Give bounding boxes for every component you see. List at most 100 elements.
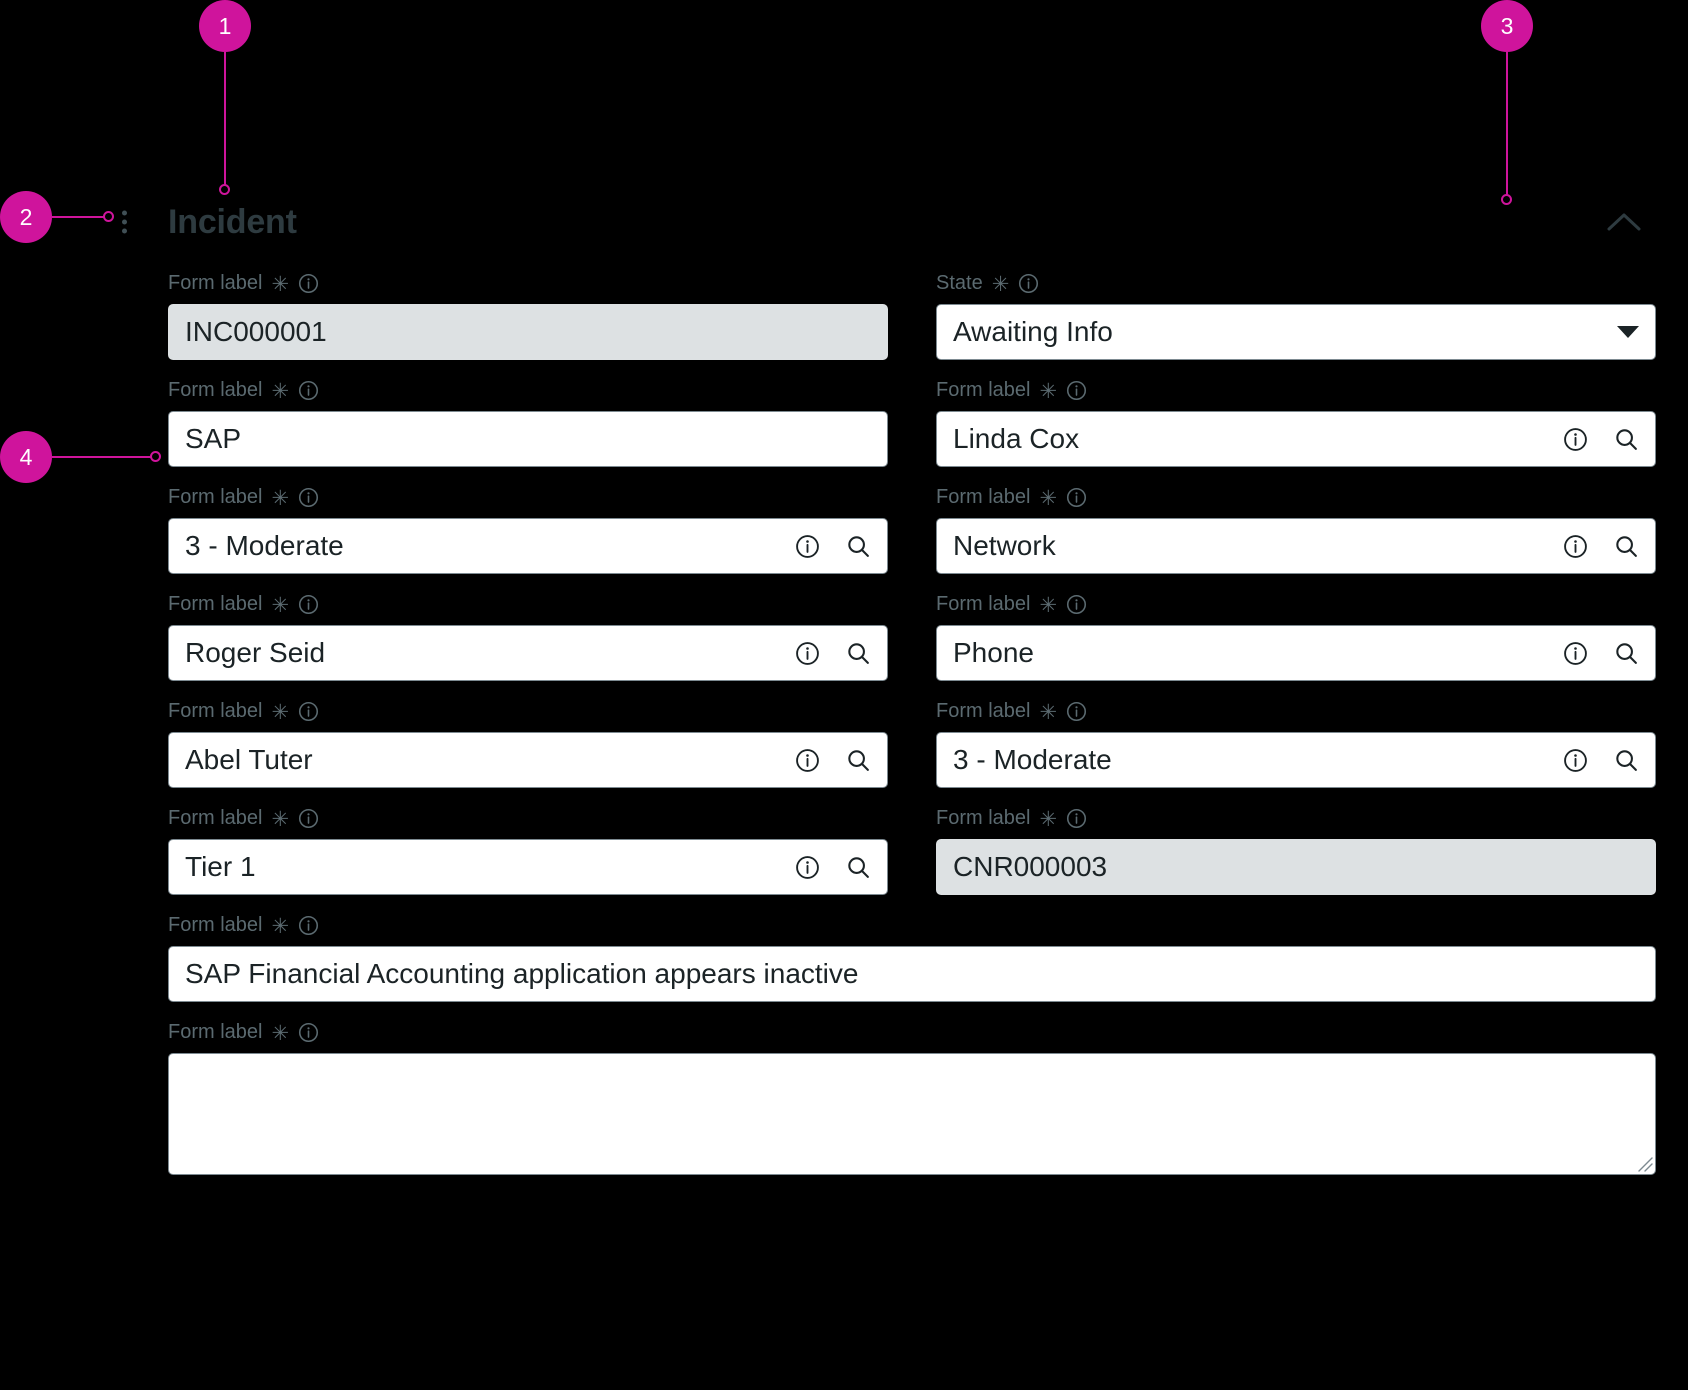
annotation-2-endpoint bbox=[103, 211, 114, 222]
input-short-description[interactable]: SAP Financial Accounting application app… bbox=[168, 946, 1656, 1002]
textarea-description[interactable] bbox=[168, 1053, 1656, 1175]
input-escalation[interactable]: Tier 1 bbox=[168, 839, 888, 895]
info-circle-icon[interactable] bbox=[1066, 380, 1087, 401]
chevron-up-icon[interactable] bbox=[1602, 200, 1646, 244]
annotation-marker-4: 4 bbox=[0, 431, 52, 483]
info-circle-icon[interactable] bbox=[1563, 748, 1588, 773]
field-label-description: Form label✳ bbox=[168, 1019, 1656, 1045]
magnifier-icon[interactable] bbox=[846, 641, 871, 666]
input-urgency[interactable]: 3 - Moderate bbox=[936, 732, 1656, 788]
input-caller[interactable]: Abel Tuter bbox=[168, 732, 888, 788]
reference-actions bbox=[795, 748, 871, 773]
input-category[interactable]: Network bbox=[936, 518, 1656, 574]
input-change-request: CNR000003 bbox=[936, 839, 1656, 895]
input-opened-by[interactable]: Roger Seid bbox=[168, 625, 888, 681]
annotation-marker-1-label: 1 bbox=[218, 12, 232, 39]
input-impact[interactable]: 3 - Moderate bbox=[168, 518, 888, 574]
info-circle-icon[interactable] bbox=[298, 1022, 319, 1043]
info-circle-icon[interactable] bbox=[795, 748, 820, 773]
magnifier-icon[interactable] bbox=[846, 534, 871, 559]
field-label-state: State✳ bbox=[936, 270, 1656, 296]
required-asterisk-icon: ✳ bbox=[271, 1021, 290, 1045]
field-caller: Form label ✳ Abel Tuter bbox=[168, 698, 888, 788]
info-circle-icon[interactable] bbox=[298, 594, 319, 615]
field-label-number: Form label✳ bbox=[168, 270, 888, 296]
field-label-text: Form label bbox=[168, 913, 263, 936]
magnifier-icon[interactable] bbox=[846, 855, 871, 880]
required-asterisk-icon: ✳ bbox=[271, 486, 290, 510]
input-contact-type[interactable]: Phone bbox=[936, 625, 1656, 681]
required-asterisk-icon: ✳ bbox=[271, 700, 290, 724]
info-circle-icon[interactable] bbox=[1563, 641, 1588, 666]
input-business-service[interactable]: SAP bbox=[168, 411, 888, 467]
field-label-text: Form label bbox=[168, 271, 263, 294]
info-circle-icon[interactable] bbox=[298, 808, 319, 829]
field-label-caller: Form label ✳ bbox=[168, 698, 888, 724]
field-label-text: Form label bbox=[168, 485, 263, 508]
required-asterisk-icon: ✳ bbox=[1039, 700, 1058, 724]
field-label-assigned-to: Form label✳ bbox=[936, 377, 1656, 403]
field-label-text: State bbox=[936, 271, 983, 294]
field-label-contact-type: Form label✳ bbox=[936, 591, 1656, 617]
input-value-caller: Abel Tuter bbox=[185, 744, 313, 776]
resize-handle[interactable] bbox=[1635, 1154, 1653, 1172]
input-value-impact: 3 - Moderate bbox=[185, 530, 344, 562]
field-opened-by: Form label✳Roger Seid bbox=[168, 591, 888, 681]
info-circle-icon[interactable] bbox=[1066, 701, 1087, 722]
field-label-impact: Form label ✳ bbox=[168, 484, 888, 510]
annotation-3-endpoint bbox=[1501, 194, 1512, 205]
input-assigned-to[interactable]: Linda Cox bbox=[936, 411, 1656, 467]
field-label-change-request: Form label ✳ bbox=[936, 805, 1656, 831]
annotation-marker-3: 3 bbox=[1481, 0, 1533, 52]
field-label-text: Form label bbox=[168, 378, 263, 401]
field-label-text: Form label bbox=[936, 806, 1031, 829]
chevron-down-icon[interactable] bbox=[1617, 326, 1639, 338]
required-asterisk-icon: ✳ bbox=[271, 914, 290, 938]
reference-actions bbox=[1563, 534, 1639, 559]
required-asterisk-icon: ✳ bbox=[271, 593, 290, 617]
magnifier-icon[interactable] bbox=[1614, 427, 1639, 452]
input-state[interactable]: Awaiting Info bbox=[936, 304, 1656, 360]
info-circle-icon[interactable] bbox=[1563, 534, 1588, 559]
info-circle-icon[interactable] bbox=[795, 641, 820, 666]
info-circle-icon[interactable] bbox=[1066, 594, 1087, 615]
field-number: Form label✳INC000001 bbox=[168, 270, 888, 360]
annotation-1-endpoint bbox=[219, 184, 230, 195]
field-label-text: Form label bbox=[168, 699, 263, 722]
field-label-text: Form label bbox=[936, 592, 1031, 615]
magnifier-icon[interactable] bbox=[1614, 748, 1639, 773]
input-value-urgency: 3 - Moderate bbox=[953, 744, 1112, 776]
field-description: Form label✳ bbox=[168, 1019, 1656, 1175]
annotation-3-leader bbox=[1506, 52, 1508, 200]
info-circle-icon[interactable] bbox=[298, 915, 319, 936]
magnifier-icon[interactable] bbox=[1614, 534, 1639, 559]
required-asterisk-icon: ✳ bbox=[1039, 807, 1058, 831]
magnifier-icon[interactable] bbox=[846, 748, 871, 773]
info-circle-icon[interactable] bbox=[1018, 273, 1039, 294]
field-label-business-service: Form label✳ bbox=[168, 377, 888, 403]
info-circle-icon[interactable] bbox=[795, 534, 820, 559]
info-circle-icon[interactable] bbox=[1066, 487, 1087, 508]
input-value-business-service: SAP bbox=[185, 423, 242, 455]
info-circle-icon[interactable] bbox=[298, 701, 319, 722]
field-impact: Form label ✳ 3 - Moderate bbox=[168, 484, 888, 574]
section-header: Incident bbox=[121, 196, 1656, 248]
input-value-assigned-to: Linda Cox bbox=[953, 423, 1080, 455]
info-circle-icon[interactable] bbox=[795, 855, 820, 880]
field-label-urgency: Form label✳ bbox=[936, 698, 1656, 724]
magnifier-icon[interactable] bbox=[1614, 641, 1639, 666]
info-circle-icon[interactable] bbox=[298, 380, 319, 401]
field-short-description: Form label ✳ SAP Financial Accounting appl… bbox=[168, 912, 1656, 1002]
input-value-category: Network bbox=[953, 530, 1056, 562]
info-circle-icon[interactable] bbox=[1066, 808, 1087, 829]
field-urgency: Form label✳ 3 - Moderate bbox=[936, 698, 1656, 788]
drag-dots-icon[interactable] bbox=[120, 210, 128, 234]
info-circle-icon[interactable] bbox=[298, 273, 319, 294]
info-circle-icon[interactable] bbox=[1563, 427, 1588, 452]
field-category: Form label✳ Network bbox=[936, 484, 1656, 574]
annotation-1-leader bbox=[224, 52, 226, 190]
info-circle-icon[interactable] bbox=[298, 487, 319, 508]
field-label-category: Form label✳ bbox=[936, 484, 1656, 510]
reference-actions bbox=[795, 855, 871, 880]
